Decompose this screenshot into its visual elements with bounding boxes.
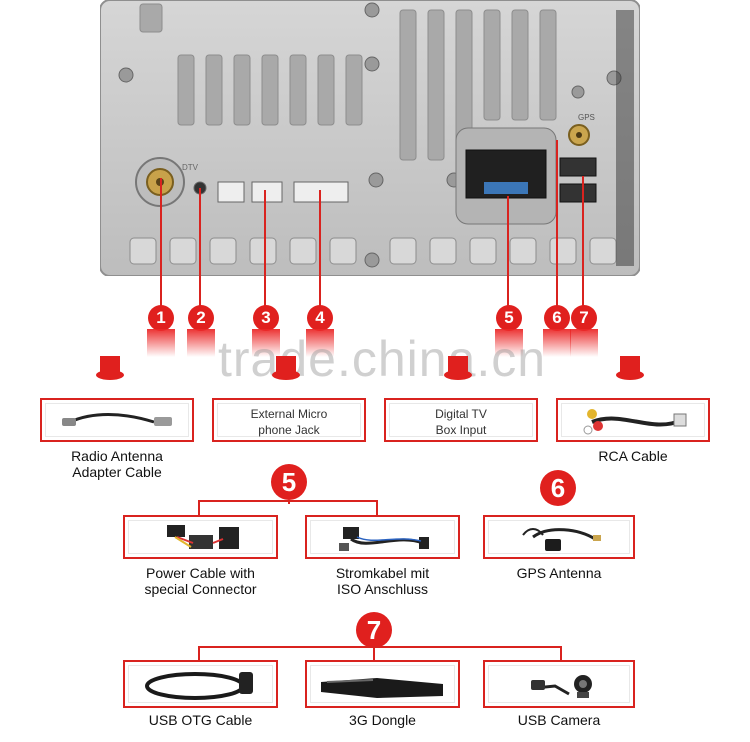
rca-cable-box	[556, 398, 710, 442]
antenna-cable-image	[62, 413, 172, 426]
marker-shadow	[570, 329, 598, 357]
power-cable-image	[167, 525, 239, 549]
group-7-bracket-left	[198, 646, 200, 660]
rca-cable-image	[583, 409, 687, 435]
iso-cable-image	[339, 527, 429, 551]
group-7-marker: 7	[356, 612, 392, 648]
gps-port-label: GPS	[578, 113, 595, 122]
marker-6: 6	[544, 305, 570, 331]
leader-line-2	[199, 188, 201, 306]
connector-tab	[616, 356, 644, 380]
external-mic-label: External Micro phone Jack	[250, 407, 328, 437]
3g-dongle-image	[321, 678, 443, 698]
usb-camera-caption: USB Camera	[517, 712, 601, 728]
usb-camera-box	[483, 660, 635, 708]
gps-antenna-caption: GPS Antenna	[516, 565, 602, 581]
usb-camera-image	[531, 675, 592, 698]
iso-cable-box	[305, 515, 460, 559]
rca-cable-caption: RCA Cable	[598, 448, 668, 464]
marker-1: 1	[148, 305, 174, 331]
marker-shadow	[543, 329, 571, 357]
3g-dongle-box	[305, 660, 460, 708]
usb-otg-caption: USB OTG Cable	[148, 712, 253, 728]
gps-antenna-image	[522, 528, 601, 551]
group-5-marker: 5	[271, 464, 307, 500]
group-7-bracket-mid	[373, 646, 375, 660]
leader-line-4	[319, 190, 321, 306]
marker-3: 3	[253, 305, 279, 331]
gps-antenna-box	[483, 515, 635, 559]
marker-shadow	[147, 329, 175, 357]
power-cable-caption: Power Cable with special Connector	[144, 565, 257, 597]
group-7-bracket	[198, 646, 562, 648]
leader-line-1	[160, 178, 162, 306]
external-mic-box: External Micro phone Jack	[212, 398, 366, 442]
group-7-bracket-right	[560, 646, 562, 660]
group-5-stem	[288, 500, 290, 504]
leader-line-7	[582, 176, 584, 306]
marker-5: 5	[496, 305, 522, 331]
watermark: trade.china.cn	[218, 331, 547, 387]
radio-antenna-box	[40, 398, 194, 442]
head-unit-back-panel: DTV GPS	[100, 0, 640, 276]
marker-4: 4	[307, 305, 333, 331]
usb-otg-box	[123, 660, 278, 708]
digital-tv-box: Digital TV Box Input	[384, 398, 538, 442]
usb-otg-image	[145, 672, 253, 700]
group-5-bracket-left	[198, 500, 200, 516]
radio-antenna-caption: Radio Antenna Adapter Cable	[71, 448, 163, 480]
leader-line-6	[556, 140, 558, 306]
group-5-bracket-right	[376, 500, 378, 516]
power-cable-box	[123, 515, 278, 559]
connector-tab	[444, 356, 472, 380]
marker-shadow	[252, 329, 280, 357]
dtv-port-label: DTV	[182, 163, 199, 172]
connector-tab	[96, 356, 124, 380]
iso-cable-caption: Stromkabel mit ISO Anschluss	[335, 565, 430, 597]
group-6-marker: 6	[540, 470, 576, 506]
marker-shadow	[495, 329, 523, 357]
marker-7: 7	[571, 305, 597, 331]
leader-line-5	[507, 196, 509, 306]
marker-shadow	[187, 329, 215, 357]
leader-line-3	[264, 190, 266, 306]
3g-dongle-caption: 3G Dongle	[349, 712, 416, 728]
digital-tv-label: Digital TV Box Input	[435, 407, 487, 437]
marker-2: 2	[188, 305, 214, 331]
marker-shadow	[306, 329, 334, 357]
group-5-bracket	[198, 500, 378, 502]
connector-tab	[272, 356, 300, 380]
